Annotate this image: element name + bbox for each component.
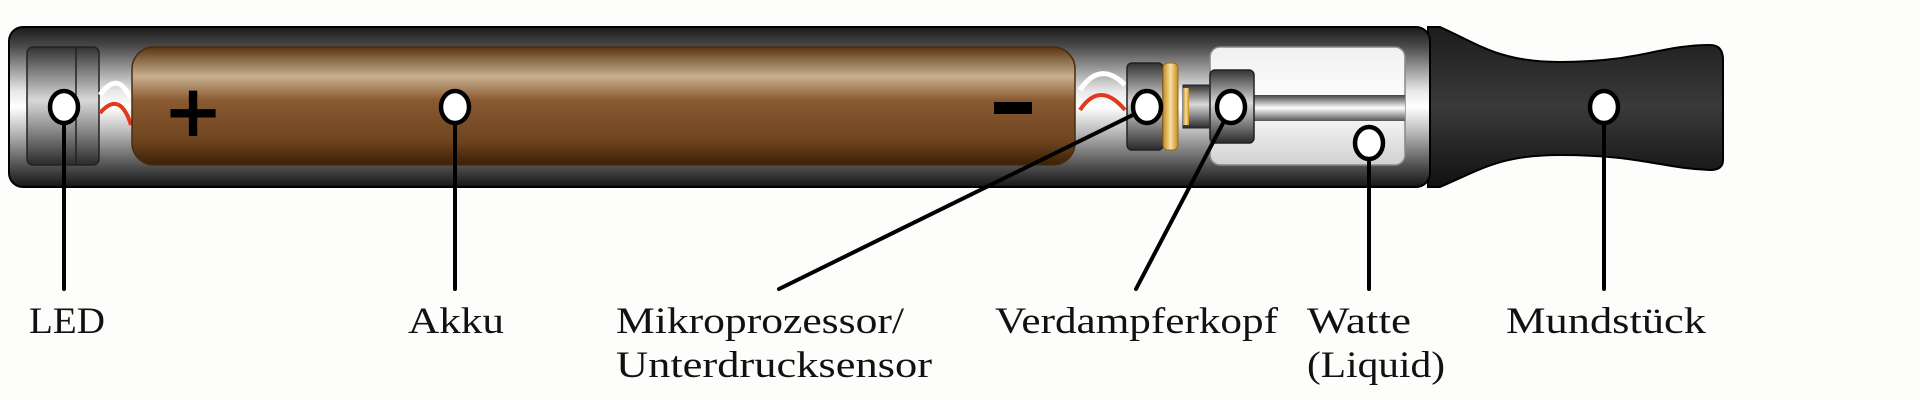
label-mikro-1: Mikroprozessor/ bbox=[616, 301, 905, 342]
leader-verdampfer bbox=[1134, 106, 1233, 291]
label-mundstueck: Mundstück bbox=[1506, 301, 1707, 342]
wire-red-left bbox=[98, 101, 133, 126]
marker-watte bbox=[1352, 124, 1386, 162]
marker-mikro bbox=[1130, 88, 1164, 126]
air-tube bbox=[1254, 95, 1405, 121]
label-verdampfer: Verdampferkopf bbox=[995, 301, 1279, 342]
marker-akku bbox=[438, 88, 472, 126]
mouthpiece bbox=[1427, 26, 1724, 188]
wire-red-right bbox=[1078, 93, 1127, 112]
minus-symbol bbox=[994, 102, 1032, 114]
label-watte-2: (Liquid) bbox=[1307, 345, 1445, 386]
battery bbox=[131, 46, 1076, 166]
label-akku: Akku bbox=[408, 301, 504, 342]
gold-ring bbox=[1162, 62, 1179, 151]
label-watte-1: Watte bbox=[1307, 301, 1411, 342]
leader-mikro bbox=[777, 106, 1149, 291]
marker-verdampfer bbox=[1214, 88, 1248, 126]
wire-white-right bbox=[1077, 71, 1127, 92]
label-mikro-2: Unterdrucksensor bbox=[616, 345, 932, 386]
marker-led bbox=[47, 88, 81, 126]
wire-white-left bbox=[97, 80, 133, 100]
label-led: LED bbox=[29, 301, 105, 342]
marker-mundstueck bbox=[1587, 88, 1621, 126]
plus-symbol: + bbox=[163, 69, 223, 153]
